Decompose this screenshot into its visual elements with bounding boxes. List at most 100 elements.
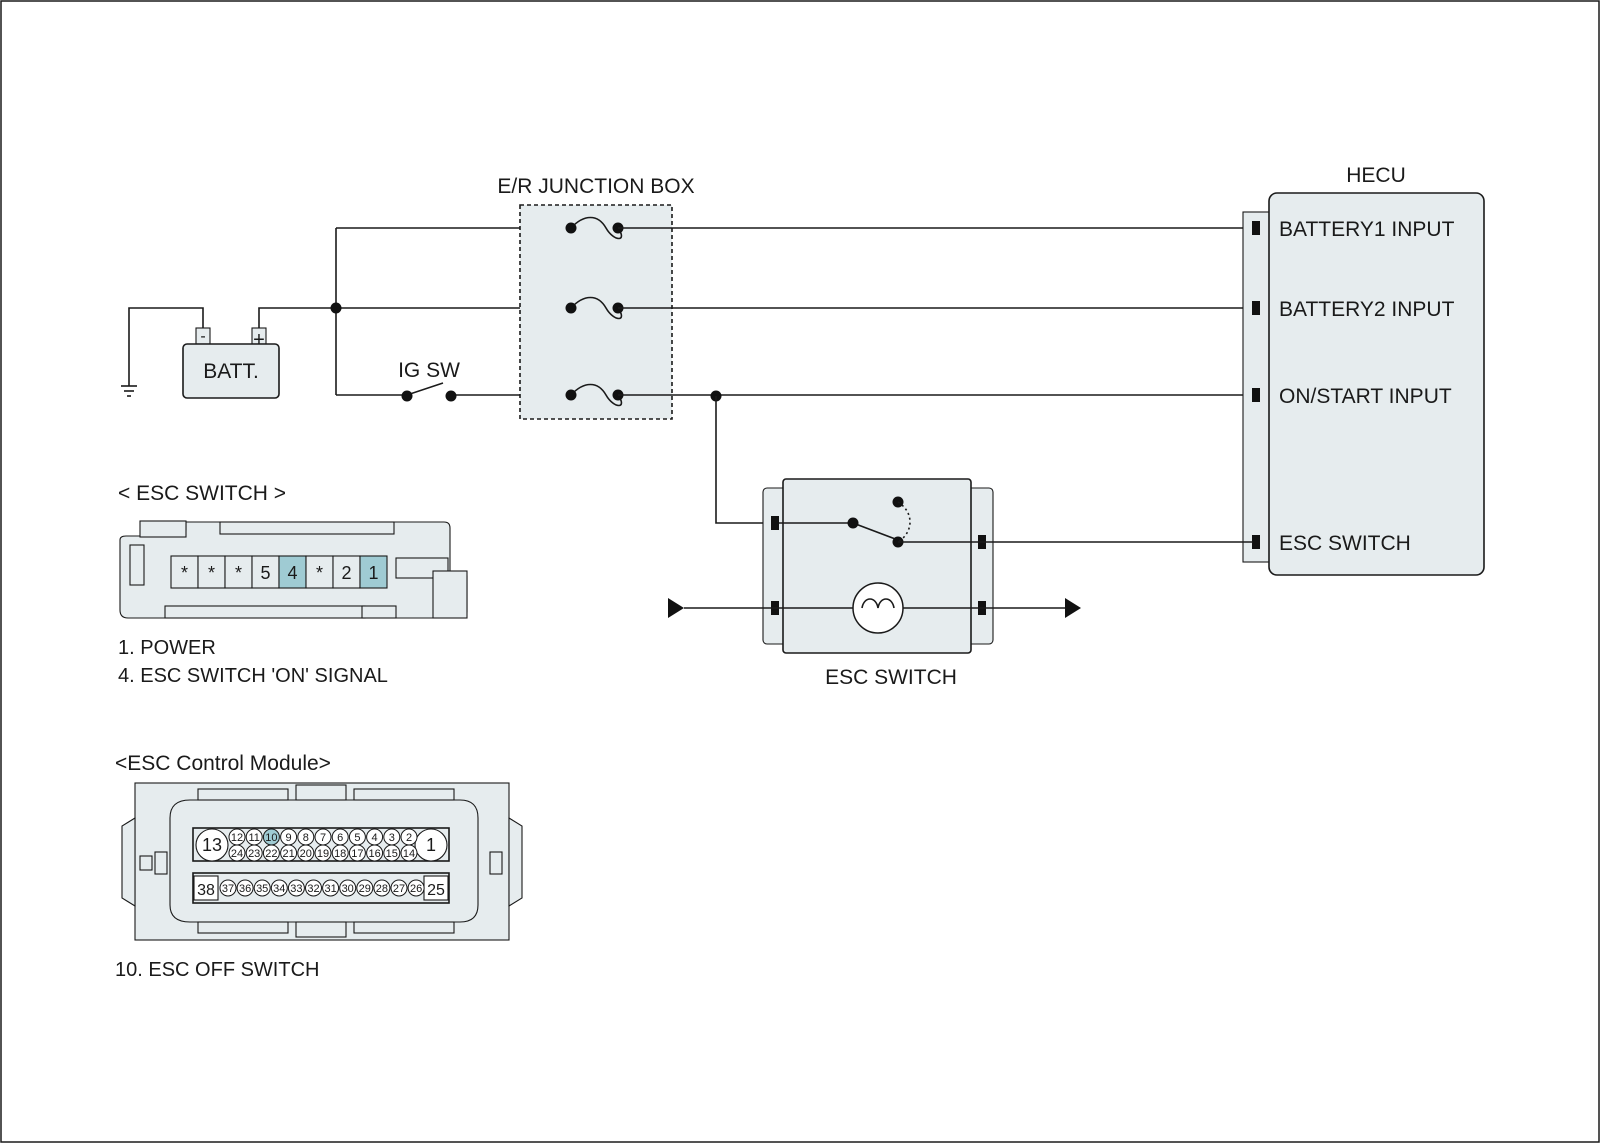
module-pin [270,879,288,897]
module-pin [400,844,418,862]
junction-box: E/R JUNCTION BOX [497,175,695,420]
module-pin-label: 2 [406,832,412,844]
feed-wiring: IG SW [330,227,571,402]
battery-group: - + BATT. [121,307,336,399]
battery-body [182,343,280,399]
module-pin [407,879,425,897]
ig-switch-label: IG SW [398,359,460,382]
hecu-pin-esc-switch: ESC SWITCH [1279,532,1411,555]
module-pin [331,844,349,862]
module-pin-label: 6 [337,832,343,844]
module-pin-label: 32 [307,883,319,895]
esc-switch-pin-label: 5 [260,563,270,583]
module-pin [339,879,357,897]
esc-switch-pin [332,555,361,589]
module-pin [253,879,271,897]
module-pin-label: 19 [317,848,329,860]
battery-minus-sign: - [200,328,205,345]
module-pin-label: 10 [265,832,277,844]
esc-module-connector-title: <ESC Control Module> [115,752,331,775]
module-pin-label: 11 [248,832,259,844]
module-pin-label: 31 [324,883,336,895]
esc-switch-pin-label: * [208,563,215,583]
module-pin-big [193,875,219,901]
hecu-pin-battery2: BATTERY2 INPUT [1279,298,1455,321]
module-pin-label: 1 [426,835,436,855]
module-pin [366,844,384,862]
esc-switch-pin [197,555,226,589]
module-pin-label: 21 [282,848,294,860]
module-pin [219,879,237,897]
esc-switch-pin-label: 1 [368,563,378,583]
module-pin-big [414,828,448,862]
module-pin-label: 20 [300,848,312,860]
module-pin-label: 34 [273,883,285,895]
module-pin [314,844,332,862]
module-pin-label: 25 [427,882,445,899]
esc-switch-pin-label: 4 [287,563,297,583]
module-pin-label: 23 [248,848,260,860]
module-pin-label: 7 [320,832,326,844]
module-pin-label: 30 [342,883,354,895]
module-pin [228,844,246,862]
module-pin-label: 38 [197,882,215,899]
esc-switch-pin-label: * [235,563,242,583]
module-pin-label: 18 [334,848,346,860]
module-pin-label: 17 [351,848,363,860]
module-pin [245,844,263,862]
module-pin-label: 35 [256,883,268,895]
module-pin-label: 12 [231,832,243,844]
module-pin-label: 33 [290,883,302,895]
hecu-pin-on-start: ON/START INPUT [1279,385,1452,408]
module-pin [305,879,322,897]
esc-switch-pin [224,555,253,589]
esc-switch-pin [359,555,388,589]
module-pin [236,879,254,897]
esc-switch-label: ESC SWITCH [825,666,957,689]
module-pin [322,879,340,897]
hecu-feed-lines [618,227,1253,524]
junction-box-label: E/R JUNCTION BOX [497,175,694,198]
module-pin-big [195,828,229,862]
esc-switch-legend-1: 1. POWER [118,637,216,659]
module-pin-label: 5 [354,832,360,844]
battery-plus-sign: + [253,329,265,351]
module-pin-label: 29 [359,883,371,895]
module-pin-label: 8 [303,832,309,844]
module-pin-label: 27 [393,883,405,895]
hecu-label: HECU [1346,164,1406,187]
module-pin-label: 24 [231,848,243,860]
module-pin-label: 28 [376,883,388,895]
esc-switch-pin [170,555,199,589]
esc-switch-connector-title: < ESC SWITCH > [118,482,286,505]
module-pin-label: 26 [410,883,422,895]
battery-label: BATT. [203,360,259,383]
esc-switch-pin [278,555,307,589]
esc-switch-component: ESC SWITCH [668,478,1253,689]
module-pin [280,844,298,862]
module-pin [390,879,408,897]
module-pin-label: 22 [265,848,277,860]
module-pin [297,844,315,862]
esc-switch-pin-label: * [181,563,188,583]
module-pin-label: 36 [239,883,251,895]
module-pin [262,844,280,862]
module-pin [287,879,305,897]
module-pin-label: 3 [389,832,395,844]
esc-module-legend-1: 10. ESC OFF SWITCH [115,959,319,981]
esc-switch-legend-2: 4. ESC SWITCH 'ON' SIGNAL [118,665,388,687]
module-pin-label: 9 [286,832,292,844]
module-pin-label: 15 [386,848,398,860]
hecu-pin-battery1: BATTERY1 INPUT [1279,218,1455,241]
module-pin-label: 37 [222,883,234,895]
esc-switch-pin-label: * [316,563,323,583]
module-pin-label: 14 [403,848,415,860]
esc-switch-pin-label: 2 [341,563,351,583]
fuse-1 [565,216,624,240]
module-pin-label: 13 [202,835,222,855]
module-pin [348,844,366,862]
module-pin-label: 16 [368,848,380,860]
